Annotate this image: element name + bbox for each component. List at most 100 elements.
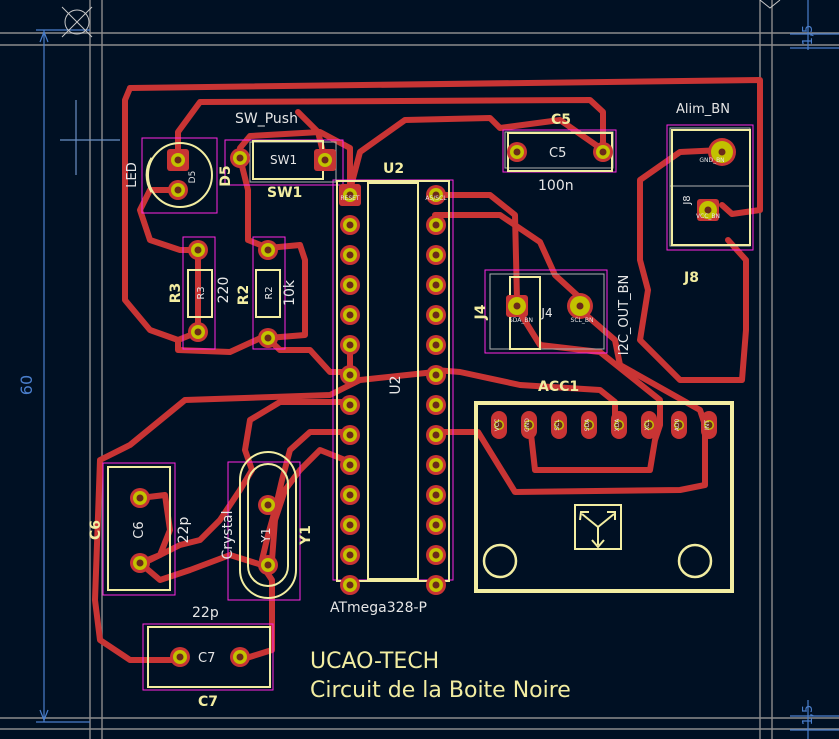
acc1-pin-label: SDA	[584, 418, 591, 431]
y1-value: Crystal	[220, 510, 236, 559]
copper-traces	[92, 77, 763, 663]
c7-fab: C7	[198, 651, 215, 666]
c6-fab: C6	[132, 521, 147, 538]
u2-pin28-label: A5/SCL	[425, 195, 447, 202]
u2-pad-right	[426, 215, 446, 235]
u2-pad-right	[426, 365, 446, 385]
u2-pad-left	[340, 515, 360, 535]
u2-pad-left	[340, 425, 360, 445]
u2-value: ATmega328-P	[330, 600, 427, 616]
c7-pad	[230, 647, 250, 667]
origin-cross-icon	[61, 6, 93, 38]
r3-fab: R3	[196, 286, 207, 299]
u2-pad-left	[340, 305, 360, 325]
j4-value: I2C_OUT_BN	[617, 275, 632, 356]
u2-fab: U2	[388, 375, 404, 394]
dim-bottom-label: 1,5	[801, 705, 816, 726]
u2-pad-left	[340, 365, 360, 385]
acc1-pin-label: SCL	[554, 419, 561, 431]
r2-pad	[258, 328, 278, 348]
sw1-fab: SW1	[270, 153, 297, 167]
sw1-value: SW_Push	[235, 111, 298, 127]
acc1-pin-label: AD0	[674, 419, 681, 432]
c6-pad	[130, 553, 150, 573]
j4-pad	[567, 293, 593, 319]
dim-height-label: 60	[17, 375, 36, 395]
j4-pin1-label: SDA_BN	[509, 317, 533, 324]
r2-ref: R2	[236, 285, 252, 306]
u2-ref: U2	[383, 161, 404, 177]
y1-ref: Y1	[298, 525, 314, 546]
u2-pin1-label: RESET	[340, 195, 360, 202]
u2-pad-left	[340, 335, 360, 355]
r2-value: 10k	[282, 279, 298, 306]
r2-pad	[258, 240, 278, 260]
u2-pad-left	[340, 575, 360, 595]
j8-pin1-label: VCC_BN	[696, 213, 720, 220]
c7-ref: C7	[198, 694, 218, 710]
acc1-pin-label: INT	[704, 420, 711, 430]
r3-pad	[188, 322, 208, 342]
c5-value: 100n	[538, 178, 574, 194]
j8-fab: J8	[682, 195, 693, 205]
title-line2: Circuit de la Boite Noire	[310, 678, 571, 703]
acc1-pin-label: XCL	[644, 419, 651, 431]
corner-mark-icon	[759, 0, 781, 9]
c5-pad	[593, 142, 613, 162]
pads	[130, 138, 736, 667]
u2-pad-left	[340, 275, 360, 295]
j4-pad	[506, 295, 528, 317]
y1-pad	[258, 495, 278, 515]
silkscreen	[107, 129, 751, 688]
y1-pad	[258, 555, 278, 575]
j8-ref: J8	[683, 270, 699, 286]
j8-pad	[708, 138, 736, 166]
acc1-pad	[581, 411, 597, 439]
c5-ref: C5	[551, 112, 571, 128]
acc1-pin-label: GND	[524, 418, 531, 432]
acc1-ref: ACC1	[538, 379, 579, 395]
r2-fab: R2	[264, 286, 275, 299]
y1-fab: Y1	[259, 528, 273, 544]
u2-pad-left	[340, 215, 360, 235]
title-line1: UCAO-TECH	[310, 649, 439, 674]
u2-pad-right	[426, 335, 446, 355]
u2-pad-left	[340, 395, 360, 415]
sw1-pad	[230, 148, 250, 168]
c5-fab: C5	[549, 146, 566, 161]
r3-pad	[188, 240, 208, 260]
u2-pad-right	[426, 515, 446, 535]
j4-pin2-label: SCL_BN	[571, 317, 594, 324]
d5-ref: D5	[218, 165, 234, 186]
c6-value: 22p	[176, 517, 192, 544]
u2-pad-right	[426, 245, 446, 265]
r3-value: 220	[216, 277, 232, 304]
acc1-pad	[611, 411, 627, 439]
acc1-pad	[671, 411, 687, 439]
d5-value: LED	[125, 162, 140, 187]
u2-pad-right	[426, 185, 446, 205]
c7-value: 22p	[192, 605, 219, 621]
d5-pad	[168, 180, 188, 200]
c7-pad	[170, 647, 190, 667]
j4-ref: J4	[473, 304, 489, 320]
acc1-pad	[641, 411, 657, 439]
u2-pad-right	[426, 425, 446, 445]
c5-pad	[507, 142, 527, 162]
u2-pad-right	[426, 575, 446, 595]
c6-ref: C6	[88, 520, 104, 540]
u2-pad-left	[340, 455, 360, 475]
j8-pin2-label: GND_BN	[699, 157, 724, 164]
u2-pad-right	[426, 545, 446, 565]
u2-pad-left	[339, 184, 361, 206]
acc1-pad	[491, 411, 507, 439]
u2-pad-right	[426, 395, 446, 415]
u2-pad-right	[426, 455, 446, 475]
acc1-pin-label: VCC	[494, 419, 501, 431]
sw1-ref: SW1	[267, 185, 302, 201]
dim-top-label: 1,5	[801, 25, 816, 46]
